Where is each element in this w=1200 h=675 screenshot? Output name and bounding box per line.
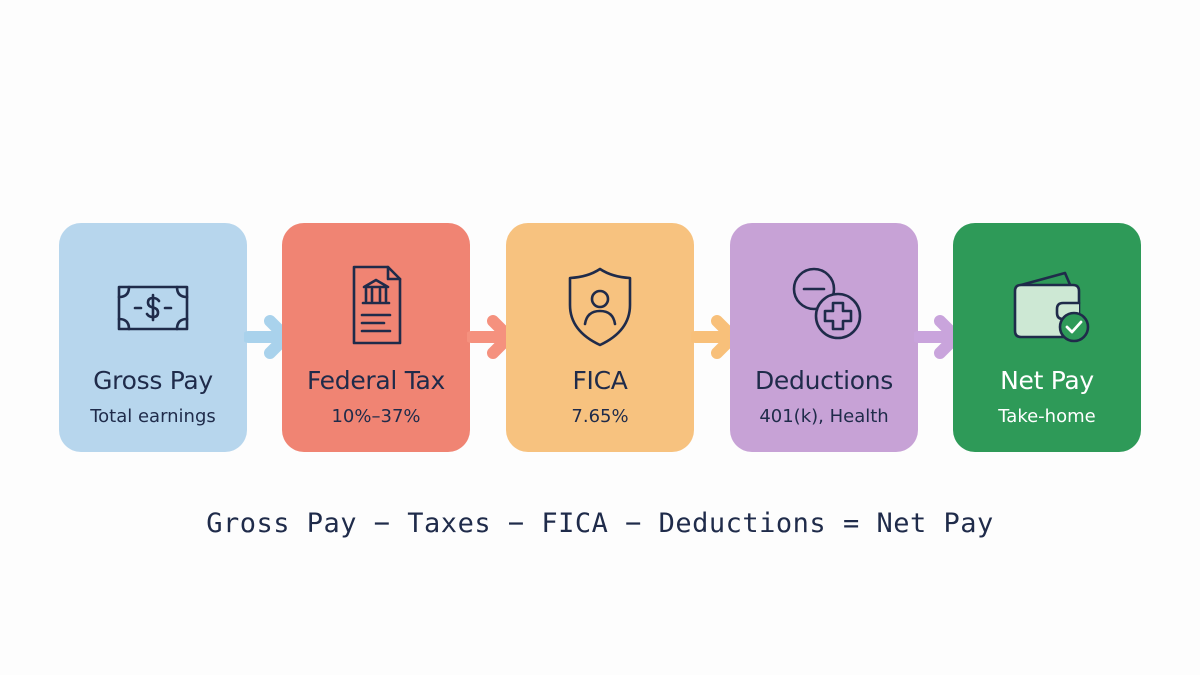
tax-document-icon [352,265,402,345]
step-title: Federal Tax [306,366,446,395]
net-pay-formula: Gross Pay − Taxes − FICA − Deductions = … [206,508,994,539]
money-bill-icon [117,285,189,331]
minus-plus-icon [792,267,862,340]
step-card-federal-tax: Federal Tax 10%–37% [282,223,470,452]
step-card-gross-pay: Gross Pay Total earnings [59,223,247,452]
step-title: Deductions [754,366,893,395]
shield-person-icon [568,267,632,347]
step-card-fica: FICA 7.65% [506,223,694,452]
step-subtitle: 7.65% [571,406,629,427]
step-title: Net Pay [1000,366,1094,395]
step-title: Gross Pay [93,366,213,395]
step-title: FICA [572,366,628,395]
step-subtitle: 10%–37% [331,406,421,427]
step-card-net-pay: Net Pay Take-home [953,223,1141,452]
step-card-deductions: Deductions 401(k), Health [730,223,918,452]
wallet-check-icon [1013,271,1090,343]
step-subtitle: 401(k), Health [759,406,889,427]
step-subtitle: Total earnings [90,406,216,427]
step-subtitle: Take-home [998,406,1096,427]
